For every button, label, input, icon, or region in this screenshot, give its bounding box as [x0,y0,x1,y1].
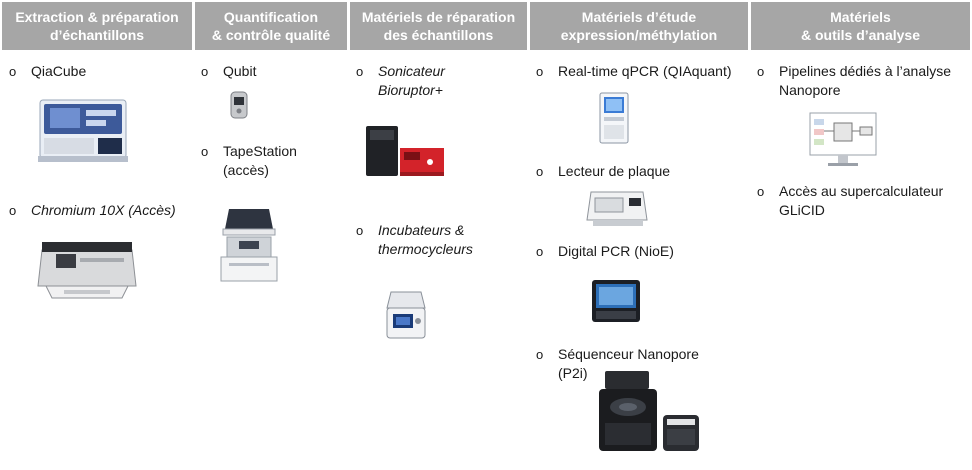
item-label: Qubit [223,63,257,79]
digital-pcr-icon [590,278,642,326]
list-item-supercalculateur: o Accès au supercalculateur GLiCID [757,182,969,222]
list-item-sequenceur-nanopore: o Séquenceur Nanopore (P2i) [536,345,748,385]
bioruptor-sonicator-icon [364,122,446,180]
item-label: Real-time qPCR (QIAquant) [558,63,732,79]
bullet-icon: o [757,64,765,79]
column-header-quantification: Quantification & contrôle qualité [195,2,347,50]
plate-reader-icon [585,186,651,230]
bullet-icon: o [757,184,765,199]
item-label: QiaCube [31,63,87,79]
list-item-qiacube: o QiaCube [9,62,189,84]
bullet-icon: o [201,64,209,79]
item-label: Chromium 10X (Accès) [31,202,176,218]
item-label: Séquenceur Nanopore (P2i) [558,346,699,381]
list-item-lecteur-plaque: o Lecteur de plaque [536,162,748,184]
list-item-tapestation: o TapeStation (accès) [201,142,341,182]
bullet-icon: o [536,347,544,362]
bullet-icon: o [201,144,209,159]
list-item-chromium-10x: o Chromium 10X (Accès) [9,201,191,223]
bullet-icon: o [9,203,17,218]
item-label: Accès au supercalculateur GLiCID [779,183,944,218]
header-row: Extraction & préparation d’échantillons … [0,0,972,52]
list-item-qpcr: o Real-time qPCR (QIAquant) [536,62,748,84]
column-header-expression: Matériels d’étude expression/méthylation [530,2,748,50]
bullet-icon: o [356,223,364,238]
chromium-10x-instrument-icon [34,236,140,304]
bullet-icon: o [536,244,544,259]
item-label: Pipelines dédiés à l’analyse Nanopore [779,63,951,98]
list-item-qubit: o Qubit [201,62,341,84]
list-item-sonicateur: o Sonicateur Bioruptor+ [356,62,524,102]
qpcr-instrument-icon [597,91,631,145]
column-header-reparation: Matériels de réparation des échantillons [350,2,527,50]
list-item-pipelines: o Pipelines dédiés à l’analyse Nanopore [757,62,969,102]
column-header-extraction: Extraction & préparation d’échantillons [2,2,192,50]
qubit-fluorometer-icon [229,90,249,120]
list-item-digital-pcr: o Digital PCR (NioE) [536,242,748,264]
bullet-icon: o [9,64,17,79]
column-header-analyse: Matériels & outils d’analyse [751,2,970,50]
thermocycler-icon [383,288,429,342]
bullet-icon: o [356,64,364,79]
item-label: Sonicateur Bioruptor+ [378,63,445,98]
bullet-icon: o [536,164,544,179]
item-label: Lecteur de plaque [558,163,671,179]
item-label: Incubateurs & thermocycleurs [378,222,473,257]
item-label: TapeStation (accès) [223,143,297,178]
bullet-icon: o [536,64,544,79]
list-item-incubateurs: o Incubateurs & thermocycleurs [356,221,524,261]
nanopore-sequencer-icon [597,367,703,455]
tapestation-instrument-icon [217,205,281,285]
item-label: Digital PCR (NioE) [558,243,674,259]
analysis-monitor-icon [808,111,878,169]
qiacube-instrument-icon [34,94,132,166]
